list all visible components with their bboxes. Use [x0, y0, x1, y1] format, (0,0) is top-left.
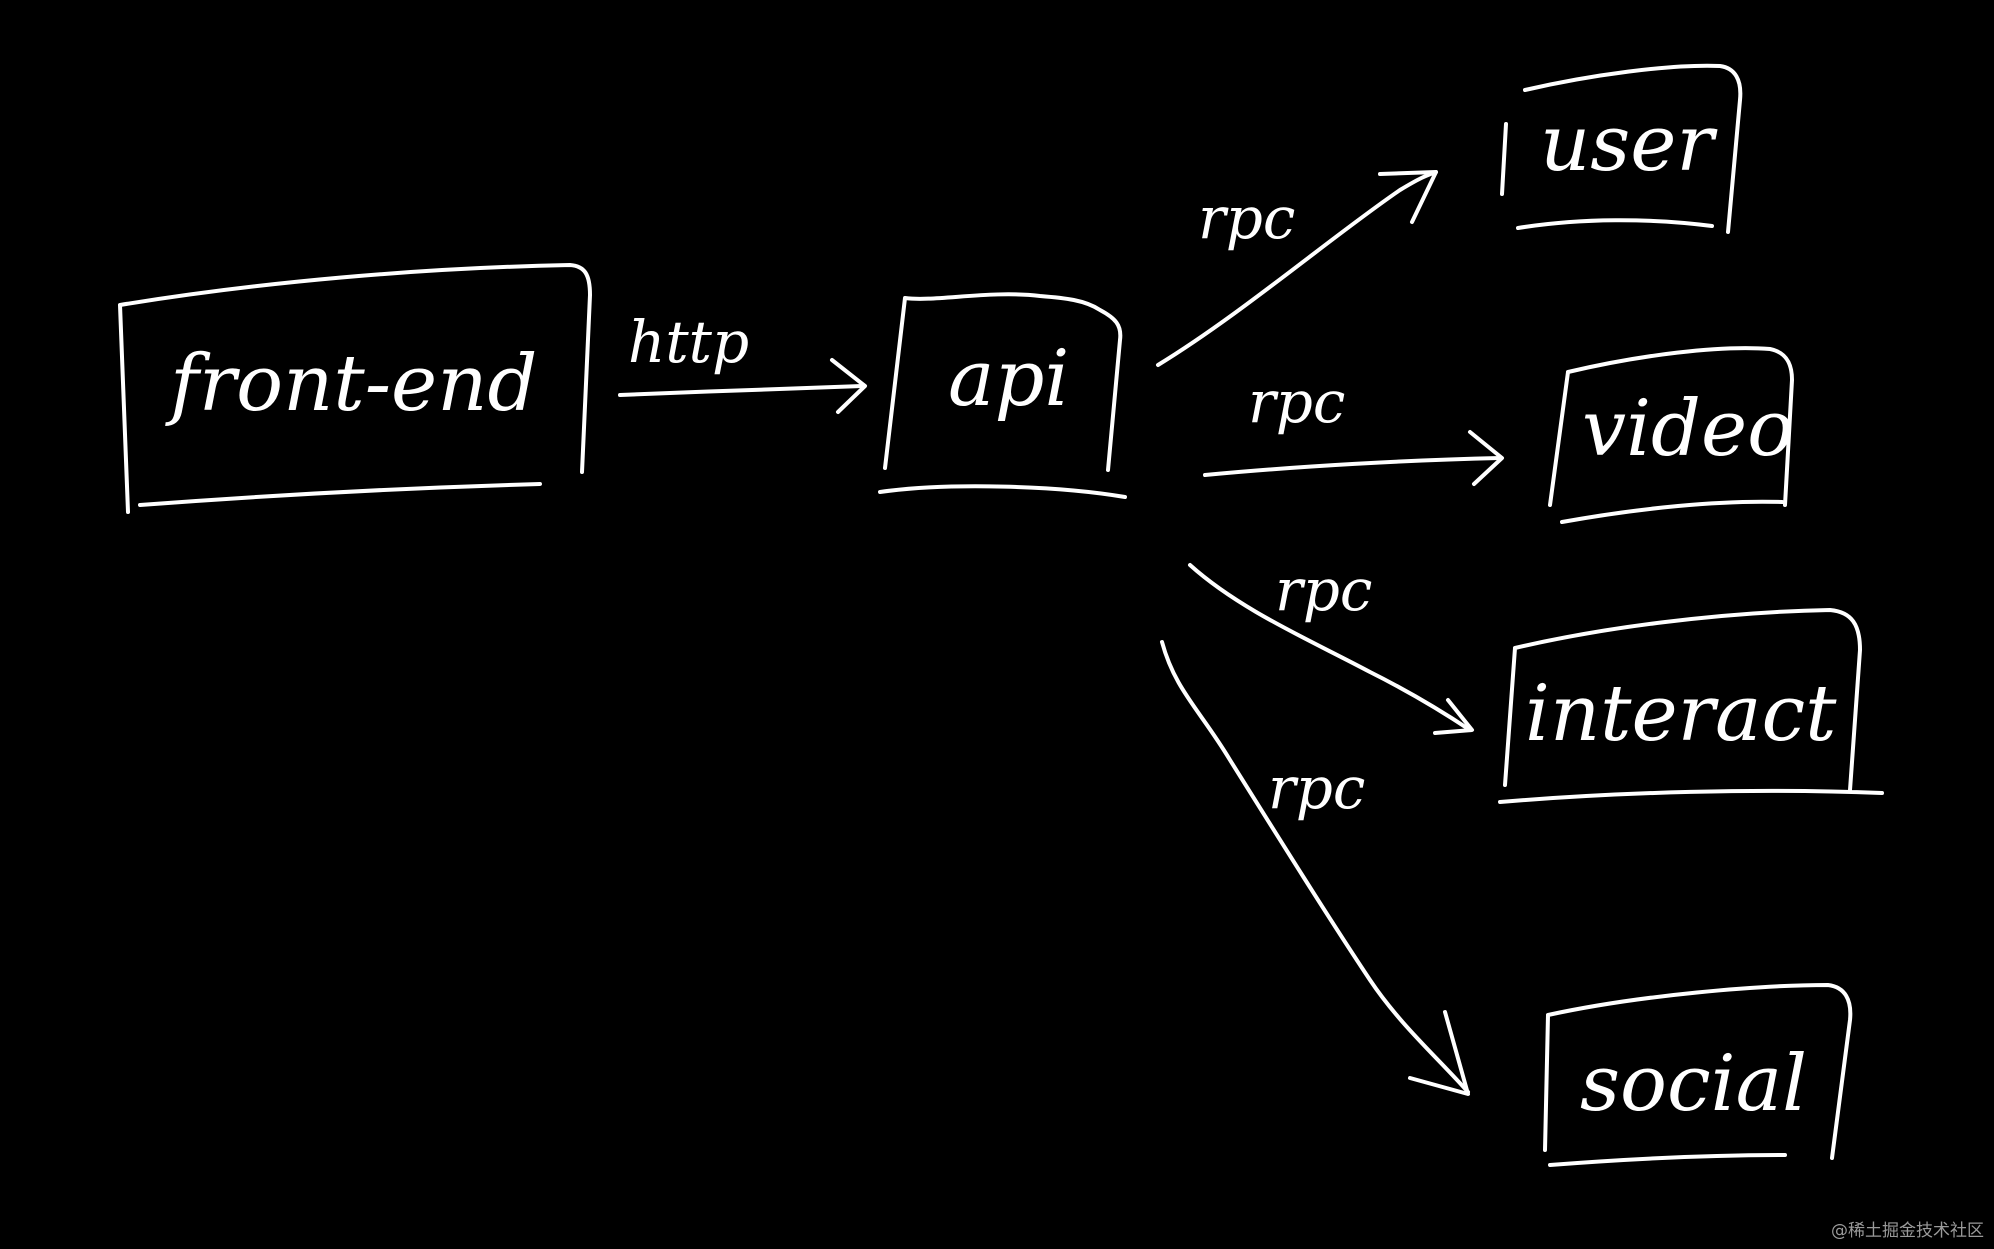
edge-api-to-interact: rpc [1188, 556, 1474, 735]
watermark-text: @稀土掘金技术社区 [1831, 1221, 1984, 1241]
edge-api-to-social-label: rpc [1268, 754, 1365, 822]
edge-front-end-to-api-line [618, 384, 864, 397]
node-api-label: api [948, 334, 1069, 424]
arrowhead-icon [1468, 430, 1504, 486]
node-interact-label: interact [1525, 669, 1837, 759]
node-social: social [1543, 983, 1853, 1167]
node-interact-box [1498, 608, 1884, 804]
node-api: api [878, 292, 1127, 499]
edge-api-to-social-line [1160, 640, 1470, 1094]
node-user-label: user [1540, 99, 1718, 189]
edge-api-to-video: rpc [1203, 368, 1504, 486]
edge-api-to-user-line [1156, 170, 1438, 367]
edge-front-end-to-api-label: http [628, 308, 749, 376]
arrowhead-icon [1408, 1010, 1470, 1096]
node-api-box [878, 292, 1127, 499]
edge-api-to-user: rpc [1156, 170, 1438, 367]
node-user: user [1500, 63, 1743, 234]
node-video-box [1548, 346, 1794, 524]
node-user-box [1500, 63, 1743, 234]
node-interact: interact [1498, 608, 1884, 804]
node-front-end: front-end [118, 263, 592, 514]
edge-api-to-video-line [1203, 456, 1502, 477]
node-front-end-label: front-end [165, 339, 537, 429]
arrowhead-icon [1433, 698, 1474, 735]
arrowhead-icon [830, 358, 867, 414]
node-front-end-box [118, 263, 592, 514]
edge-api-to-interact-line [1188, 563, 1472, 732]
node-social-label: social [1580, 1039, 1807, 1129]
edge-front-end-to-api: http [618, 308, 867, 414]
edge-api-to-user-label: rpc [1198, 184, 1295, 252]
edge-api-to-interact-label: rpc [1275, 556, 1372, 624]
node-social-box [1543, 983, 1853, 1167]
node-video: video [1548, 346, 1794, 524]
arrowhead-icon [1378, 170, 1438, 224]
edge-api-to-social: rpc [1160, 640, 1470, 1096]
node-video-label: video [1582, 384, 1794, 474]
edge-api-to-video-label: rpc [1248, 368, 1345, 436]
